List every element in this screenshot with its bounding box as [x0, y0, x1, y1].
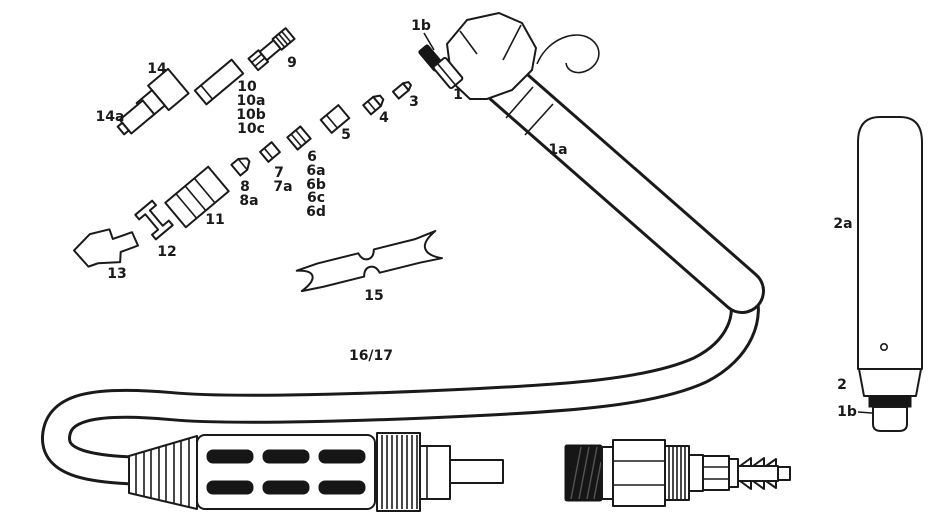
part-label-2a: 2a: [833, 216, 852, 232]
leader-line-1b-right: [857, 411, 873, 414]
part-label-13: 13: [107, 266, 126, 282]
cable-connector: [128, 432, 504, 512]
barrel-body: [857, 116, 923, 370]
part-label-8: 8: [240, 179, 250, 195]
hose-barb: [737, 457, 791, 490]
ribbed-ring-lines: [381, 435, 418, 509]
wrench-15: [295, 230, 444, 293]
torch-head: [446, 12, 537, 100]
gas-fitting: [564, 439, 791, 507]
part-label-7: 7: [274, 165, 284, 181]
knurled-band-lines: [668, 446, 686, 500]
electrode-9: [247, 27, 296, 72]
step-cylinder: [688, 454, 704, 492]
part-label-1a: 1a: [548, 142, 567, 158]
hang-loop: [536, 34, 600, 74]
barrel-pin-hole: [879, 342, 888, 351]
part-label-11: 11: [205, 212, 224, 228]
strain-relief-ribs: [135, 438, 190, 507]
hex-nut-large: [612, 439, 666, 507]
connector-slots: [206, 449, 366, 495]
ring-7: [259, 141, 281, 163]
part-label-1b-top: 1b: [411, 18, 431, 34]
spacer-ring: [601, 446, 614, 500]
cone-8: [230, 157, 251, 177]
part-label-6c: 6c: [307, 190, 325, 206]
barrel-cap: [872, 406, 908, 432]
part-label-4: 4: [379, 110, 389, 126]
hex-nut-small: [702, 455, 730, 491]
part-label-14a: 14a: [96, 109, 125, 125]
washer: [728, 458, 739, 488]
torch-cable: [41, 276, 760, 486]
nozzle-4: [362, 94, 385, 116]
barrel-taper: [858, 368, 922, 397]
part-label-1b-right: 1b: [837, 404, 857, 420]
shield-11: [164, 165, 230, 229]
clip-12: [134, 199, 174, 241]
connector-collar: [419, 445, 451, 500]
part-label-2: 2: [837, 377, 847, 393]
knurl-texture: [570, 446, 602, 500]
torch-barrel: [857, 116, 923, 432]
bracket-13: [73, 228, 139, 268]
swirl-ring-6: [286, 125, 312, 151]
ribbed-ring: [376, 432, 421, 512]
connector-body: [196, 434, 376, 510]
barrel-thread-band: [868, 395, 912, 408]
tip-10: [193, 58, 245, 106]
part-label-3: 3: [409, 94, 419, 110]
part-label-6d: 6d: [306, 204, 326, 220]
part-label-6a: 6a: [306, 163, 325, 179]
part-label-9: 9: [287, 55, 297, 71]
part-label-1: 1: [453, 87, 463, 103]
head-facet-line: [459, 30, 478, 55]
leader-line-1b-top: [423, 32, 435, 51]
torch-body: [477, 56, 765, 314]
strain-relief: [128, 435, 198, 510]
part-label-10a: 10a: [237, 93, 266, 109]
part-label-16-17: 16/17: [349, 348, 393, 364]
part-label-7a: 7a: [273, 179, 292, 195]
tip-3: [391, 81, 412, 100]
part-label-15: 15: [364, 288, 383, 304]
nozzle-5: [319, 104, 351, 134]
ring-part-1: [432, 56, 464, 90]
body-seam-line: [505, 86, 534, 119]
part-label-10: 10: [237, 79, 257, 95]
part-label-10b: 10b: [236, 107, 266, 123]
part-label-6b: 6b: [306, 177, 326, 193]
part-label-8a: 8a: [239, 193, 258, 209]
part-label-6: 6: [307, 149, 317, 165]
part-label-14: 14: [147, 61, 167, 77]
body-seam-line: [524, 103, 554, 136]
part-label-12: 12: [157, 244, 176, 260]
part-label-10c: 10c: [237, 121, 265, 137]
part-label-5: 5: [341, 127, 351, 143]
connector-rod: [449, 459, 504, 484]
head-facet-line: [502, 24, 522, 61]
cap-14a: [116, 99, 156, 136]
